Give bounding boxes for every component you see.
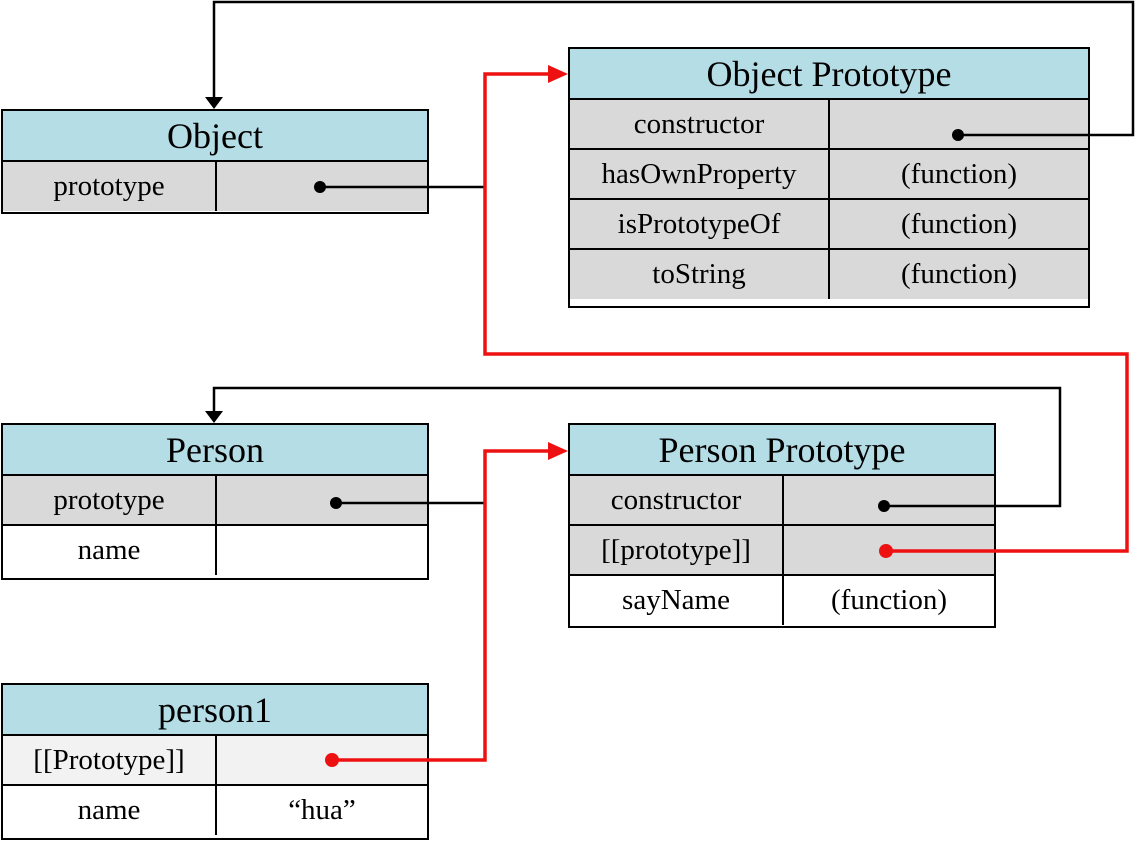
person-prototype-key-prototype: [[prototype]] (570, 526, 784, 574)
person-constructor-link (212, 386, 1062, 508)
object-prototype-row-tostring: toString (function) (570, 250, 1088, 299)
object-prototype-key-isprototypeof: isPrototypeOf (570, 200, 830, 248)
object-key-prototype: prototype (3, 162, 217, 211)
object-prototype-value-hasownproperty: (function) (901, 157, 1017, 190)
prototype-chain-arrowhead-upper (548, 65, 568, 83)
object-constructor-arrowhead (205, 97, 223, 109)
object-prototype-row-hasownproperty: hasOwnProperty (function) (570, 150, 1088, 200)
person1-box: person1 [[Prototype]] name “hua” (1, 683, 429, 840)
person1-row-prototype: [[Prototype]] (3, 736, 427, 786)
person-prototype-key-sayname: sayName (570, 576, 784, 625)
prototype-chain-arrowhead-lower (548, 442, 568, 460)
object-prototype-value-isprototypeof: (function) (901, 207, 1017, 240)
person-constructor-arrowhead (205, 411, 223, 423)
person-prototype-value-sayname: (function) (831, 584, 947, 616)
person1-title: person1 (3, 685, 427, 736)
object-prototype-value-tostring: (function) (901, 258, 1017, 290)
object-prototype-key-constructor: constructor (570, 100, 830, 148)
person-row-prototype: prototype (3, 476, 427, 526)
object-constructor-link (212, 0, 1135, 137)
person1-key-prototype: [[Prototype]] (3, 736, 217, 784)
object-prototype-key-tostring: toString (570, 250, 830, 299)
person1-value-name: “hua” (288, 794, 356, 826)
person1-row-name: name “hua” (3, 786, 427, 835)
person-prototype-row-constructor: constructor (570, 476, 994, 526)
object-prototype-row-constructor: constructor (570, 100, 1088, 150)
person-key-prototype: prototype (3, 476, 217, 524)
person-prototype-box: Person Prototype constructor [[prototype… (568, 423, 996, 628)
person-title: Person (3, 425, 427, 476)
person-key-name: name (3, 526, 217, 575)
object-prototype-title: Object Prototype (570, 49, 1088, 100)
person-prototype-title: Person Prototype (570, 425, 994, 476)
person1-key-name: name (3, 786, 217, 835)
object-prototype-row-isprototypeof: isPrototypeOf (function) (570, 200, 1088, 250)
object-prototype-box: Object Prototype constructor hasOwnPrope… (568, 47, 1090, 308)
person-prototype-key-constructor: constructor (570, 476, 784, 524)
person-box: Person prototype name (1, 423, 429, 580)
person-prototype-row-sayname: sayName (function) (570, 576, 994, 625)
prototype-chain-link-upper (483, 72, 1129, 553)
object-prototype-key-hasownproperty: hasOwnProperty (570, 150, 830, 198)
prototype-chain-link-lower (332, 449, 558, 762)
object-title: Object (3, 111, 427, 162)
object-box: Object prototype (1, 109, 429, 214)
person-row-name: name (3, 526, 427, 575)
